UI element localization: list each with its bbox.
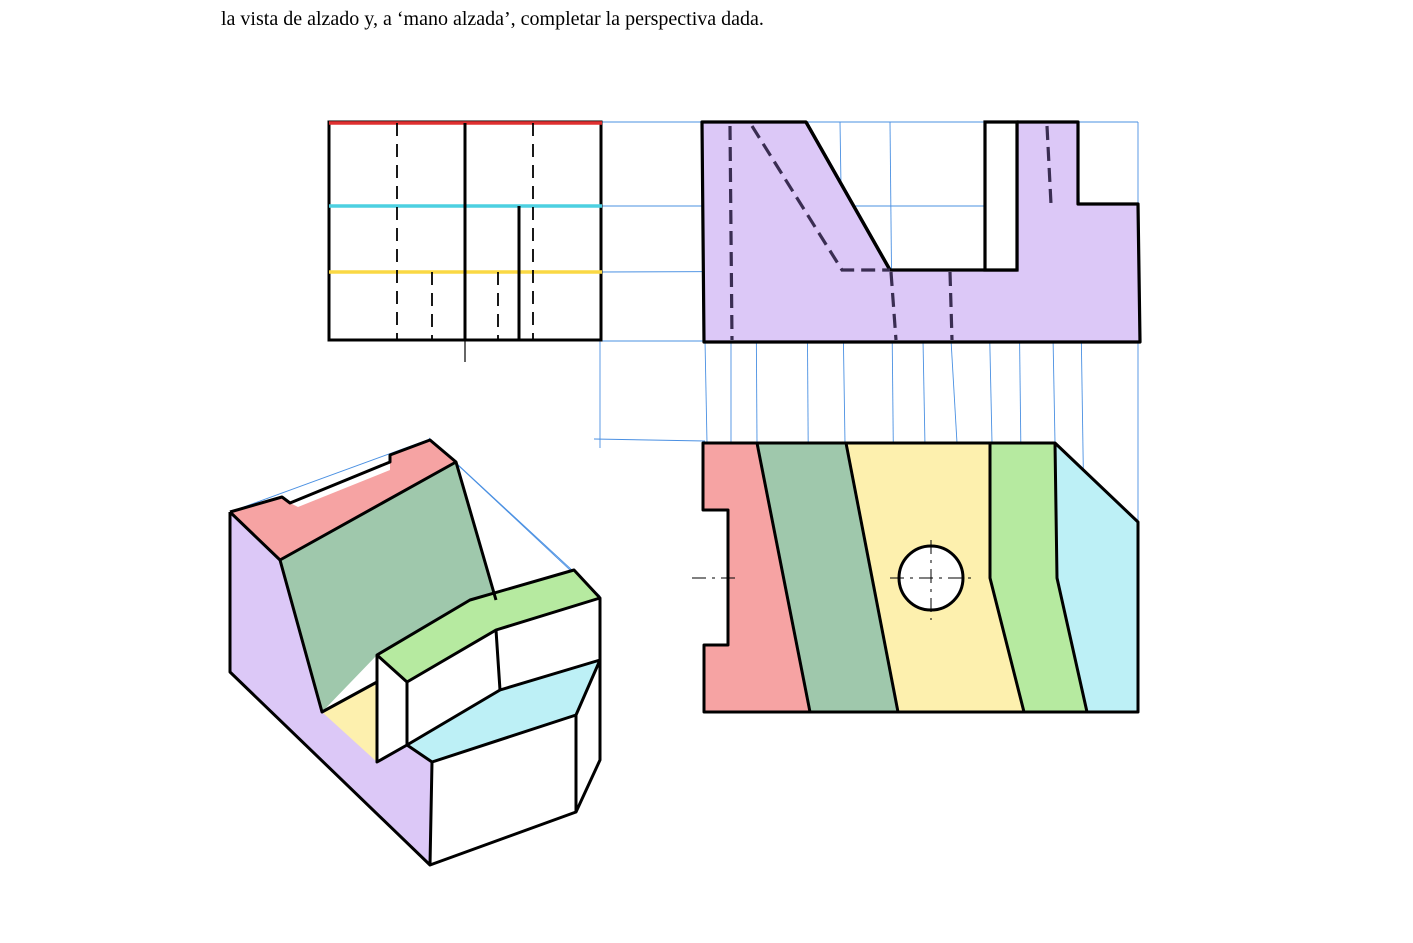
colored-view: [692, 441, 1140, 714]
iso-face-violet: [230, 512, 432, 865]
face-cyan: [1055, 443, 1138, 712]
elevation-fill-violet: [700, 120, 1142, 344]
iso-face-cyan: [407, 660, 600, 762]
face-green-light: [990, 443, 1087, 712]
isometric-perspective: [228, 438, 602, 867]
iso-face-green-light: [377, 570, 600, 682]
iso-face-green-dark: [280, 462, 496, 712]
elevation-view: [700, 120, 1142, 344]
plan-view: [327, 120, 603, 362]
exercise-caption: la vista de alzado y, a ‘mano alzada’, c…: [221, 8, 764, 30]
face-green-dark: [757, 443, 898, 712]
iso-face-red: [230, 440, 456, 560]
face-red: [703, 443, 810, 712]
iso-face-yellow: [322, 682, 377, 762]
